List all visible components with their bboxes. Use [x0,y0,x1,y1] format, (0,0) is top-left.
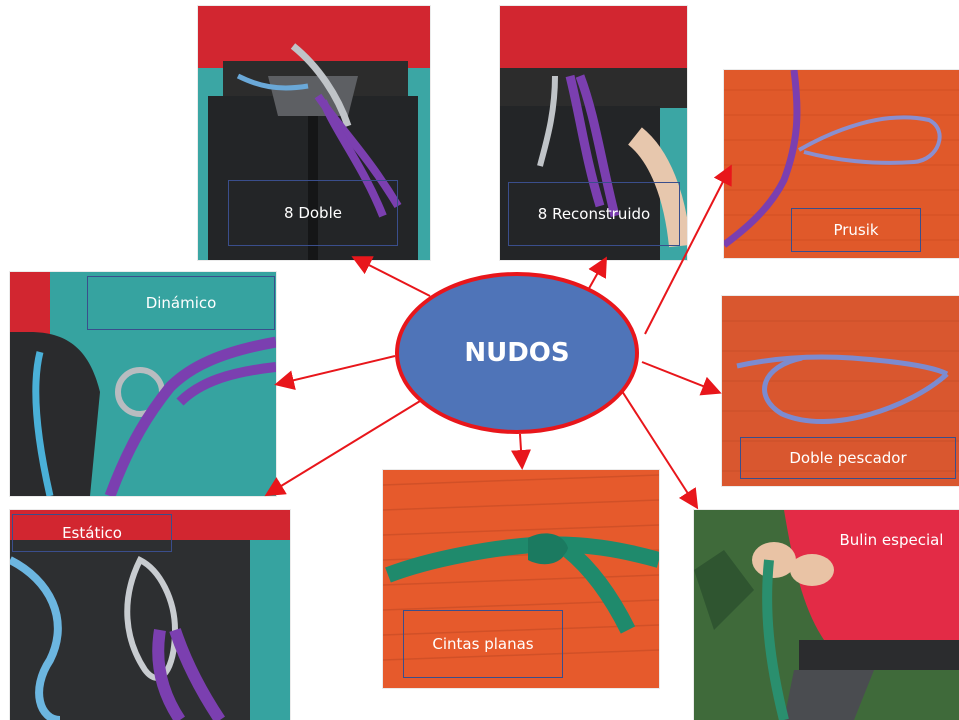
arrow-to-doble-pescador [641,361,722,396]
harness-figure [10,272,276,496]
photo-8-doble: 8 Doble [198,6,430,260]
knot-label: Doble pescador [740,437,956,479]
knot-label: Estático [12,514,172,552]
arrow-to-dinamico [274,355,396,391]
photo-estatico: Estático [10,510,290,720]
webbing-figure [383,470,659,688]
photo-8-reconstruido: 8 Reconstruido [500,6,687,260]
arrow-to-cintas-planas [511,433,531,470]
photo-cintas-planas: Cintas planas [383,470,659,688]
arrow-to-8-doble [351,256,431,297]
knot-label: Prusik [791,208,921,252]
photo-prusik: Prusik [724,70,959,258]
photo-doble-pescador: Doble pescador [722,296,959,486]
rope-figure [722,296,959,486]
knot-label: Dinámico [87,276,275,330]
knot-label: Cintas planas [403,610,563,678]
photo-dinamico: Dinámico [10,272,276,496]
center-node: NUDOS [395,272,639,434]
harness-figure [198,6,430,260]
harness-figure [10,510,290,720]
photo-bulin-especial: Bulin especial [694,510,959,720]
knot-label: 8 Reconstruido [508,182,680,246]
center-label: NUDOS [464,338,570,368]
knot-label: Bulin especial [839,531,944,549]
rope-figure [724,70,959,258]
knot-label: 8 Doble [228,180,398,246]
climber-figure [694,510,959,720]
